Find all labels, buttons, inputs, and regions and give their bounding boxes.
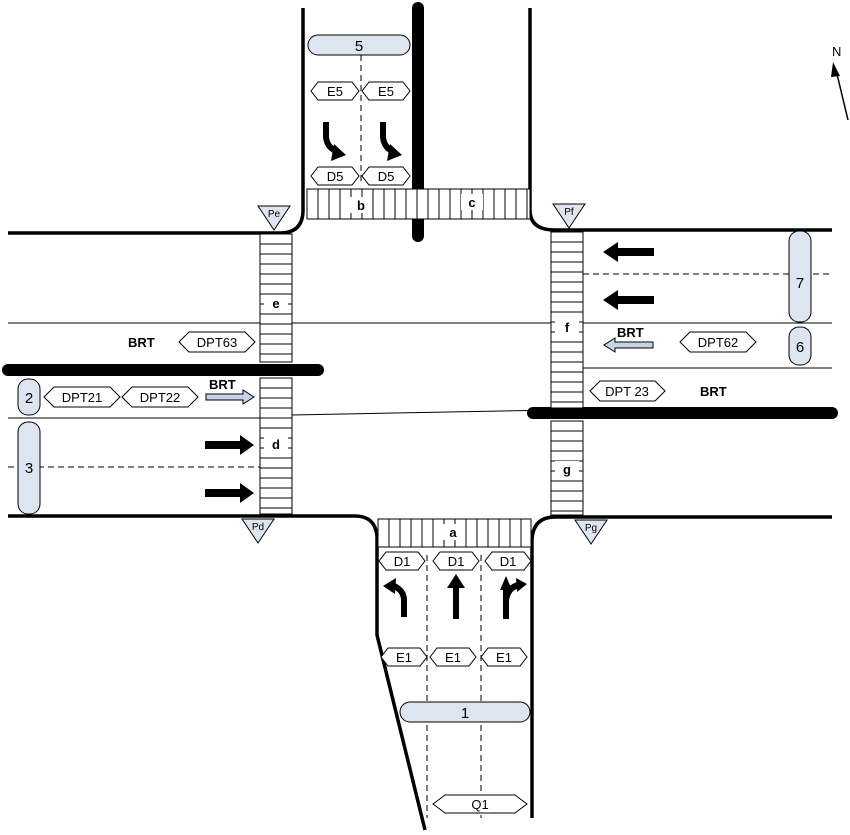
detector-dpt63 xyxy=(178,331,256,353)
svg-text:DPT22: DPT22 xyxy=(140,390,180,405)
svg-text:2: 2 xyxy=(25,390,33,407)
traffic-arrows xyxy=(205,122,654,619)
arrow-west-2 xyxy=(603,290,654,310)
detector-d5-left xyxy=(310,166,360,186)
arrow-east-1 xyxy=(205,435,254,455)
svg-text:D5: D5 xyxy=(378,169,395,184)
detector-e1-right xyxy=(480,647,528,667)
detector-dpt22 xyxy=(121,386,199,408)
svg-text:Pe: Pe xyxy=(268,209,281,220)
brt-labels: BRT BRT BRT BRT xyxy=(128,325,727,399)
pill-1 xyxy=(399,701,531,723)
svg-text:6: 6 xyxy=(796,339,804,356)
crosswalk-c-label: c xyxy=(468,195,475,210)
brt-arrow-west xyxy=(205,389,255,405)
arrow-through-south xyxy=(447,574,465,619)
detector-dpt23 xyxy=(589,380,666,402)
north-indicator: N xyxy=(831,44,849,121)
ped-signal-pd xyxy=(241,518,275,544)
detector-q1 xyxy=(432,794,528,814)
crosswalk-e-label: e xyxy=(272,296,279,311)
crosswalk-north xyxy=(306,188,531,220)
detector-d5-right xyxy=(361,166,411,186)
crosswalk-f-label: f xyxy=(565,320,570,335)
svg-text:D1: D1 xyxy=(500,554,517,569)
brt-label-west-upper: BRT xyxy=(128,335,155,350)
brt-label-east-lower: BRT xyxy=(700,384,727,399)
north-label: N xyxy=(832,44,841,59)
detectors: E5 E5 D5 D5 DPT63 DPT21 DPT22 DPT62 DPT … xyxy=(43,81,757,814)
east-road-lower-edge xyxy=(530,515,832,818)
svg-text:D5: D5 xyxy=(327,169,344,184)
ped-signal-pg xyxy=(574,519,608,545)
brt-arrow-east xyxy=(603,337,654,353)
svg-text:DPT62: DPT62 xyxy=(698,335,738,350)
pill-3 xyxy=(17,421,41,515)
crosswalk-labels: b c a e d f g xyxy=(264,194,579,540)
arrow-east-2 xyxy=(205,483,254,503)
detector-e5-right xyxy=(361,81,411,101)
svg-text:E1: E1 xyxy=(396,650,412,665)
detector-dpt62 xyxy=(679,331,757,353)
pedestrian-signals: Pe Pf Pd Pg xyxy=(241,203,608,545)
svg-text:DPT21: DPT21 xyxy=(62,390,102,405)
svg-text:E1: E1 xyxy=(496,650,512,665)
ped-signal-pf xyxy=(552,203,586,229)
crosswalk-a-label: a xyxy=(449,525,457,540)
crosswalk-b-label: b xyxy=(357,198,365,213)
svg-text:Pf: Pf xyxy=(564,207,574,218)
svg-text:Q1: Q1 xyxy=(471,797,488,812)
crosswalk-d-label: d xyxy=(272,437,280,452)
svg-text:E5: E5 xyxy=(378,84,394,99)
pill-7 xyxy=(788,230,812,323)
north-road-left-edge xyxy=(8,8,305,235)
svg-text:3: 3 xyxy=(25,460,33,477)
svg-text:D1: D1 xyxy=(394,554,411,569)
pill-5 xyxy=(307,34,411,56)
west-road-lower-edge xyxy=(8,514,427,831)
lane-lines xyxy=(8,55,832,818)
detector-d1-left xyxy=(378,551,426,571)
north-road-right-edge xyxy=(528,8,832,232)
crosswalk-g-label: g xyxy=(563,462,571,477)
pill-2 xyxy=(17,378,41,416)
detector-dpt21 xyxy=(43,386,121,408)
brt-label-west-lower: BRT xyxy=(209,377,236,392)
svg-text:1: 1 xyxy=(461,705,469,722)
svg-text:Pd: Pd xyxy=(252,522,264,533)
svg-text:D1: D1 xyxy=(448,554,465,569)
north-arrow-icon xyxy=(831,62,840,77)
detector-d1-right xyxy=(484,551,532,571)
detector-e1-mid xyxy=(429,647,477,667)
brt-label-east-upper: BRT xyxy=(617,325,644,340)
svg-text:DPT 23: DPT 23 xyxy=(605,384,649,399)
crosswalk-south xyxy=(377,518,532,548)
detector-d1-mid xyxy=(432,551,480,571)
svg-text:5: 5 xyxy=(355,38,363,55)
detector-e5-left xyxy=(310,81,360,101)
svg-text:DPT63: DPT63 xyxy=(197,335,237,350)
detector-e1-left xyxy=(380,647,428,667)
approach-pills: 5 1 2 3 7 6 xyxy=(17,34,812,723)
pill-6 xyxy=(788,326,812,366)
svg-text:7: 7 xyxy=(796,275,804,292)
arrow-west-1 xyxy=(603,242,654,262)
svg-text:E1: E1 xyxy=(445,650,461,665)
ped-signal-pe xyxy=(257,205,291,231)
svg-text:E5: E5 xyxy=(327,84,343,99)
svg-text:Pg: Pg xyxy=(585,523,597,534)
